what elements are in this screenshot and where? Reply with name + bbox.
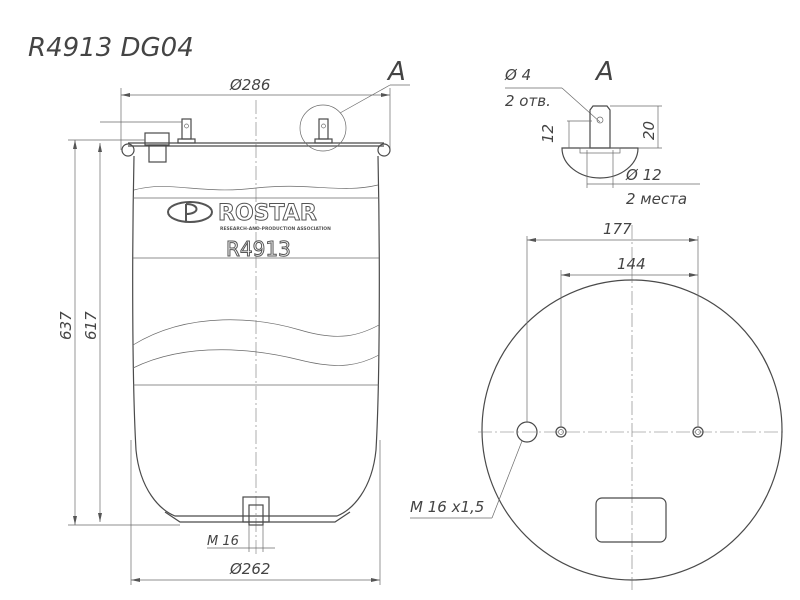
- dim-top-diameter: Ø286: [229, 76, 270, 94]
- pin-count: 2 места: [626, 190, 687, 208]
- rostar-logo: ROSTAR RESEARCH-AND-PRODUCTION ASSOCIATI…: [167, 201, 331, 232]
- model-label: R4913: [226, 237, 291, 261]
- detail-callout: A: [386, 57, 406, 87]
- pin-diameter: Ø 12: [625, 166, 662, 184]
- dim-177: 177: [603, 220, 632, 238]
- dim-144: 144: [617, 255, 646, 273]
- label-plate: [595, 497, 667, 543]
- detail-a-circle: [299, 104, 347, 152]
- side-view: Ø286 A ROSTAR RESEARCH-AN: [57, 57, 410, 585]
- detail-a-view: A Ø 4 2 отв. 12 20 Ø 12 2 места: [504, 57, 700, 208]
- dim-height-overall: 637: [57, 311, 75, 340]
- fitting-thread-label: M 16 x1,5: [410, 498, 484, 516]
- dim-height-body: 617: [82, 311, 100, 340]
- brand-name: ROSTAR: [218, 201, 317, 226]
- drawing-title: R4913 DG04: [28, 33, 194, 63]
- thread-label: M 16: [207, 534, 239, 549]
- dim-height-20: 20: [640, 121, 658, 140]
- hole-diameter: Ø 4: [504, 66, 531, 84]
- dim-bottom-diameter: Ø262: [229, 560, 270, 578]
- detail-a-label: A: [594, 57, 614, 87]
- brand-subtitle: RESEARCH-AND-PRODUCTION ASSOCIATION: [220, 226, 331, 232]
- top-view: 177 144 M 16 x1,5: [410, 220, 786, 590]
- dim-height-12: 12: [539, 124, 557, 143]
- hole-count: 2 отв.: [505, 92, 551, 110]
